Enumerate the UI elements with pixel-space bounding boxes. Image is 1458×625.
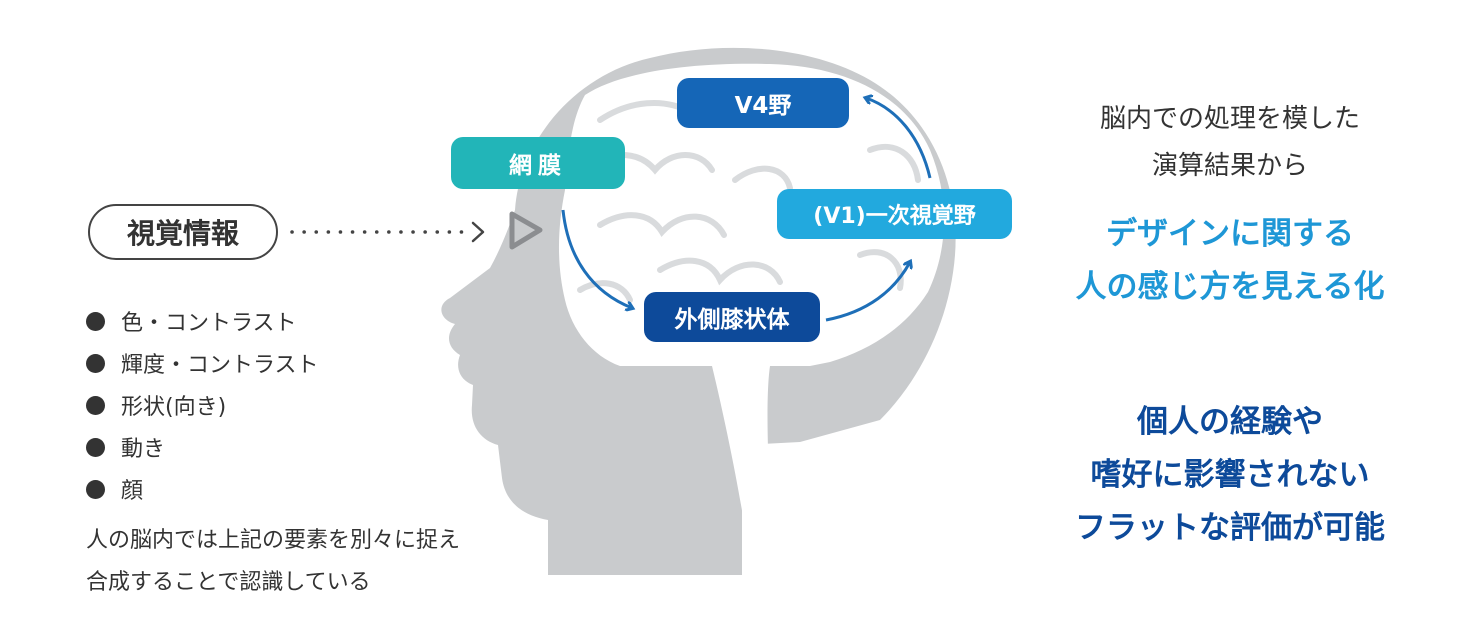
list-item: 顔	[86, 468, 319, 510]
bullet-icon	[86, 311, 105, 331]
visual-info-label: 視覚情報	[88, 204, 278, 260]
flow-arrow-icon	[866, 98, 932, 179]
intro-line: 演算結果から	[1151, 151, 1308, 181]
benefit-line: 嗜好に影響されない	[1090, 457, 1370, 493]
highlight-line: 人の感じ方を見える化	[1075, 269, 1385, 305]
highlight-line: デザインに関する	[1106, 216, 1354, 252]
list-item: 輝度・コントラスト	[86, 342, 319, 384]
feature-text: 輝度・コントラスト	[121, 353, 319, 378]
feature-text: 色・コントラスト	[121, 311, 297, 336]
highlight-text: デザインに関する 人の感じ方を見える化	[1020, 208, 1440, 314]
brain-stem	[712, 366, 775, 575]
retina-node: 網膜	[451, 137, 625, 189]
flow-arrow-icon	[561, 209, 632, 308]
v4-node: V4野	[677, 78, 849, 128]
flow-arrow-icon	[825, 262, 910, 322]
v1-node: (V1)一次視覚野	[777, 189, 1012, 239]
note-line: 合成することで認識している	[86, 570, 371, 595]
feature-text: 動き	[121, 437, 166, 462]
note-line: 人の脳内では上記の要素を別々に捉え	[86, 528, 461, 553]
bullet-icon	[86, 395, 105, 415]
bullet-icon	[86, 479, 105, 499]
recognition-note: 人の脳内では上記の要素を別々に捉え 合成することで認識している	[86, 520, 566, 604]
benefit-text: 個人の経験や 嗜好に影響されない フラットな評価が可能	[1020, 396, 1440, 555]
lgn-node: 外側膝状体	[644, 292, 820, 342]
list-item: 動き	[86, 426, 319, 468]
benefit-line: フラットな評価が可能	[1075, 510, 1385, 546]
intro-line: 脳内での処理を模した	[1099, 104, 1360, 134]
eye-icon	[509, 211, 543, 250]
bullet-icon	[86, 437, 105, 457]
brain	[558, 63, 945, 366]
intro-text: 脳内での処理を模した 演算結果から	[1020, 96, 1440, 190]
bullet-icon	[86, 353, 105, 373]
feature-text: 顔	[121, 479, 144, 504]
feature-text: 形状(向き)	[121, 395, 227, 420]
benefit-line: 個人の経験や	[1137, 404, 1323, 440]
list-item: 形状(向き)	[86, 384, 319, 426]
feature-list: 色・コントラスト 輝度・コントラスト 形状(向き) 動き 顔	[86, 300, 319, 510]
dotted-arrow-icon	[290, 221, 485, 243]
list-item: 色・コントラスト	[86, 300, 319, 342]
